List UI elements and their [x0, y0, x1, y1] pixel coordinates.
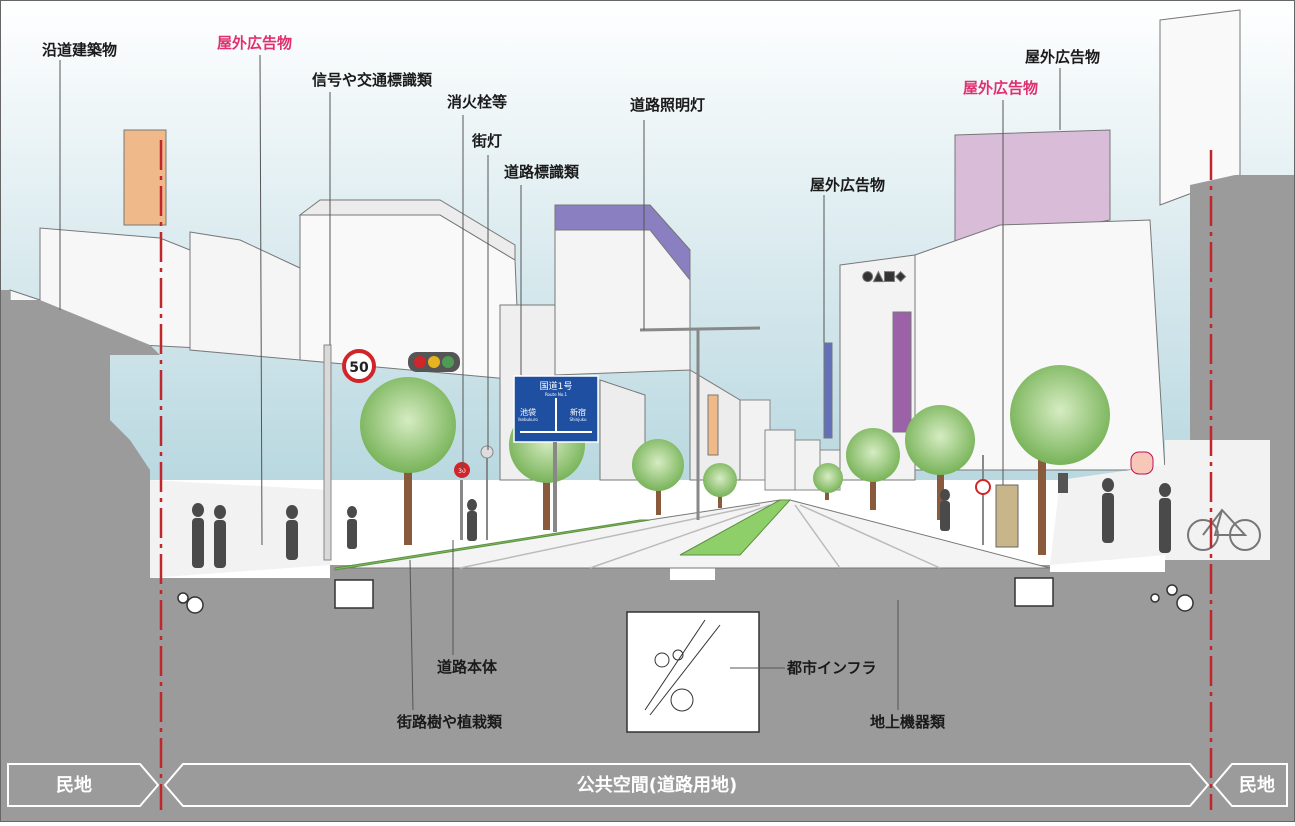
- land-ownership-band: 民地 公共空間(道路用地) 民地: [7, 763, 1288, 807]
- label-street-light: 街灯: [471, 132, 502, 150]
- label-outdoor-ad-right-top: 屋外広告物: [1025, 48, 1100, 66]
- guide-left-sub: Ikebukuro: [518, 417, 538, 422]
- tree: [360, 377, 456, 545]
- guide-right: 新宿: [570, 407, 586, 417]
- tree: [905, 405, 975, 520]
- band-private-left: 民地: [56, 774, 92, 796]
- guide-right-sub: Shinjuku: [569, 417, 587, 422]
- street-furniture: 50 国道1号 Route No.1 池袋 Ikebukuro 新宿 Shinj…: [323, 326, 1154, 561]
- guide-route-sub: Route No.1: [545, 392, 568, 397]
- tree: [632, 439, 684, 515]
- median-planting: [679, 499, 792, 556]
- street-trees: [360, 365, 1110, 555]
- tree: [846, 428, 900, 510]
- rooftop-billboard-left: [123, 129, 167, 226]
- band-private-right: 民地: [1239, 774, 1275, 796]
- label-outdoor-ad-right-mid: 屋外広告物: [810, 176, 885, 194]
- small-red-sign: [454, 462, 470, 478]
- label-ground-equipment: 地上機器類: [870, 713, 946, 731]
- label-signals-signs: 信号や交通標識類: [312, 71, 433, 89]
- vertical-sign-blue: [823, 342, 833, 439]
- rooftop-billboard-right: [954, 129, 1111, 251]
- guide-left: 池袋: [520, 407, 536, 417]
- label-road-lighting: 道路照明灯: [630, 96, 705, 114]
- leader-lines: [59, 54, 1061, 711]
- small-sign-value: 30: [458, 468, 466, 475]
- label-urban-infra: 都市インフラ: [786, 659, 877, 677]
- band-public-space: 公共空間(道路用地): [577, 774, 737, 796]
- roadside-planting: [334, 519, 651, 571]
- tree: [703, 463, 737, 508]
- label-road-signs: 道路標識類: [504, 163, 580, 181]
- guide-route: 国道1号: [540, 380, 573, 392]
- label-roadside-buildings: 沿道建築物: [42, 41, 117, 59]
- underground-utilities: [177, 577, 1194, 614]
- speed-limit-sign: [342, 349, 376, 383]
- tree: [813, 463, 843, 500]
- tree: [1010, 365, 1110, 555]
- label-outdoor-ad-left: 屋外広告物: [217, 34, 292, 52]
- pedestrians: [192, 478, 1171, 568]
- label-outdoor-ad-right-pink: 屋外広告物: [963, 79, 1038, 97]
- billboard-symbols: ●▲■◆: [862, 269, 906, 284]
- bicycle: [1187, 508, 1261, 551]
- label-hydrant: 消火栓等: [447, 93, 507, 111]
- signal-pole: [323, 344, 332, 561]
- ground-equipment-box: [995, 484, 1019, 548]
- road-surface: [334, 499, 1051, 571]
- vertical-sign-purple: [892, 311, 912, 433]
- utility-tunnel: [626, 611, 760, 733]
- hanging-sign: [1130, 451, 1154, 475]
- label-road-body: 道路本体: [437, 658, 498, 676]
- speed-limit-value: 50: [349, 360, 369, 376]
- label-street-trees: 街路樹や植栽類: [396, 713, 503, 731]
